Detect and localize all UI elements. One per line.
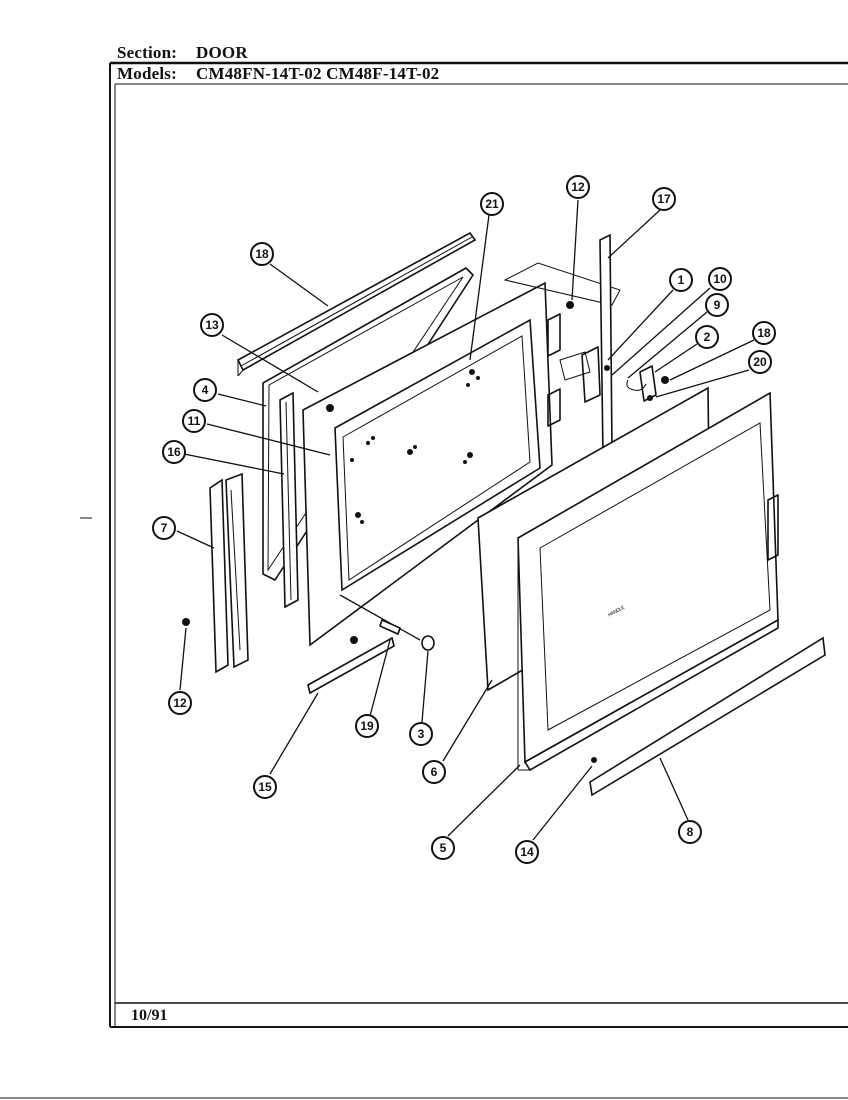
callout-label: 13 xyxy=(205,318,219,332)
callout-label: 12 xyxy=(571,180,585,194)
window-mesh-pattern xyxy=(350,369,480,524)
callout-label: 7 xyxy=(161,521,168,535)
callout-label: 10 xyxy=(713,272,727,286)
latch-bar xyxy=(599,233,613,457)
hinge xyxy=(182,472,249,674)
callout-label: 5 xyxy=(440,841,447,855)
callout-label: 14 xyxy=(520,845,534,859)
latch-rod xyxy=(339,594,435,651)
callout-label: 11 xyxy=(188,414,201,428)
callout-label: 9 xyxy=(714,298,721,312)
callout-12-bottom: 12 xyxy=(168,691,192,715)
callout-10: 10 xyxy=(708,267,732,291)
callout-label: 20 xyxy=(753,355,767,369)
callout-label: 15 xyxy=(258,780,272,794)
callout-11: 11 xyxy=(182,409,206,433)
callout-label: 12 xyxy=(173,696,187,710)
lower-strip xyxy=(307,636,395,695)
callout-20: 20 xyxy=(748,350,772,374)
callout-17: 17 xyxy=(652,187,676,211)
models-value: CM48FN-14T-02 CM48F-14T-02 xyxy=(196,64,440,83)
callout-1: 1 xyxy=(669,268,693,292)
outer-door-frame: ᴴᴬᴺᴰᴸᴱ xyxy=(517,391,779,772)
callout-16: 16 xyxy=(162,440,186,464)
callout-label: 17 xyxy=(657,192,671,206)
callout-label: 16 xyxy=(167,445,181,459)
callout-label: 6 xyxy=(431,765,438,779)
callout-4: 4 xyxy=(193,378,217,402)
callout-label: 19 xyxy=(360,719,374,733)
date-code: 10/91 xyxy=(131,1007,168,1024)
callout-15: 15 xyxy=(253,775,277,799)
callout-label: 4 xyxy=(202,383,209,397)
callout-label: 18 xyxy=(255,247,269,261)
callout-14: 14 xyxy=(515,840,539,864)
door-switch xyxy=(626,365,669,402)
vertical-seal xyxy=(279,391,299,609)
page-frame xyxy=(0,61,848,1099)
callout-2: 2 xyxy=(695,325,719,349)
callout-label: 3 xyxy=(418,727,425,741)
callout-6: 6 xyxy=(422,760,446,784)
callout-label: 18 xyxy=(757,326,771,340)
leader-lines xyxy=(176,199,755,841)
callout-18-top: 18 xyxy=(250,242,274,266)
callout-3: 3 xyxy=(409,722,433,746)
callout-12-top: 12 xyxy=(566,175,590,199)
inner-door-panel xyxy=(302,281,553,647)
section-value: DOOR xyxy=(196,43,248,62)
callout-label: 8 xyxy=(687,825,694,839)
callout-label: 2 xyxy=(704,330,711,344)
callout-7: 7 xyxy=(152,516,176,540)
section-label: Section: xyxy=(117,43,178,62)
callout-18-switch: 18 xyxy=(752,321,776,345)
callout-label: 21 xyxy=(485,197,499,211)
callout-19: 19 xyxy=(355,714,379,738)
callout-5: 5 xyxy=(431,836,455,860)
callout-8: 8 xyxy=(678,820,702,844)
interlock-bracket xyxy=(503,262,621,427)
callout-9: 9 xyxy=(705,293,729,317)
bottom-trim-strip xyxy=(589,636,826,797)
models-label: Models: xyxy=(117,64,177,83)
callout-label: 1 xyxy=(678,273,685,287)
callout-13: 13 xyxy=(200,313,224,337)
top-trim-strip xyxy=(236,231,477,377)
callout-21: 21 xyxy=(480,192,504,216)
